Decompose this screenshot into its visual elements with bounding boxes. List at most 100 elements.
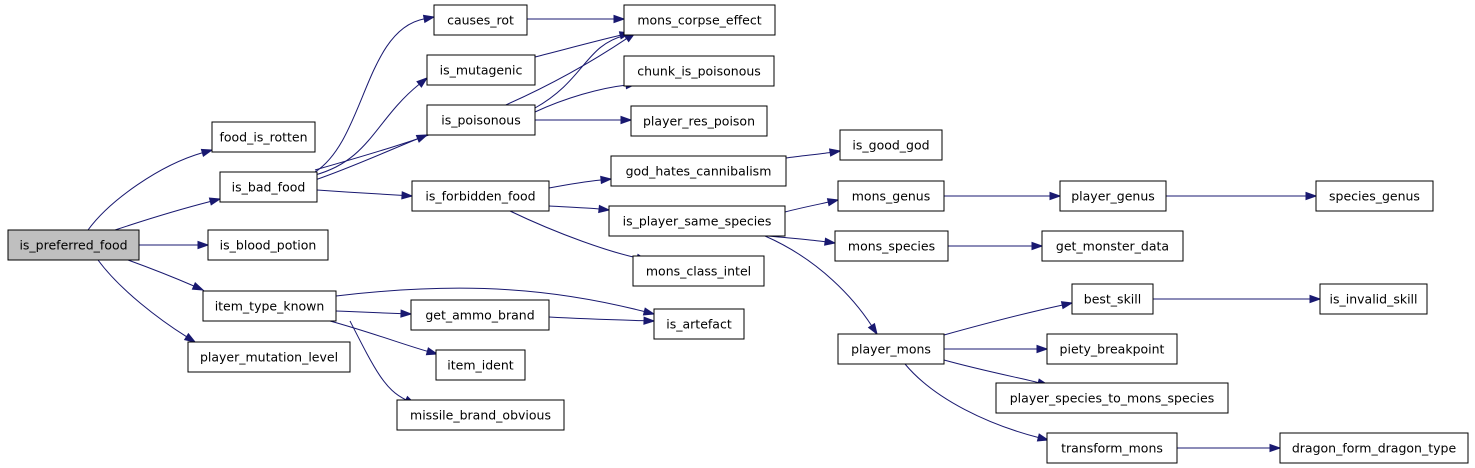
call-edge-player_genus-to-species_genus	[1166, 191, 1318, 201]
edge-arrowhead	[1269, 443, 1282, 453]
node-box	[1071, 283, 1154, 315]
call-edge-is_preferred_food-to-item_type_known	[127, 259, 205, 291]
call-edge-item_type_known-to-is_artefact	[335, 287, 656, 316]
node-best-skill[interactable]: best_skill	[1071, 283, 1154, 315]
edge-arrowhead	[183, 332, 197, 343]
node-label: item_type_known	[215, 299, 325, 314]
node-is-good-god[interactable]: is_good_god	[839, 129, 943, 161]
edge-line	[329, 320, 428, 352]
node-label: is_invalid_skill	[1330, 292, 1418, 307]
node-dragon-form-dragon-type[interactable]: dragon_form_dragon_type	[1279, 432, 1469, 464]
node-box	[1315, 180, 1434, 212]
node-box	[433, 4, 528, 36]
call-edge-is_preferred_food-to-food_is_rotten	[87, 148, 214, 231]
edge-line	[534, 84, 627, 113]
node-mons-corpse-effect[interactable]: mons_corpse_effect	[623, 4, 776, 36]
node-player-genus[interactable]: player_genus	[1059, 180, 1167, 212]
node-box	[608, 205, 786, 237]
node-piety-breakpoint[interactable]: piety_breakpoint	[1046, 333, 1178, 365]
node-box	[1319, 283, 1428, 315]
edge-line	[97, 259, 187, 338]
node-box	[837, 333, 945, 365]
node-item-ident[interactable]: item_ident	[435, 349, 526, 381]
edge-arrowhead	[422, 14, 436, 24]
node-item-type-known[interactable]: item_type_known	[202, 290, 337, 322]
call-edge-item_type_known-to-missile_brand_obvious	[349, 320, 417, 405]
call-edge-player_mons-to-piety_breakpoint	[944, 344, 1049, 354]
node-is-poisonous[interactable]: is_poisonous	[426, 104, 536, 136]
node-is-artefact[interactable]: is_artefact	[653, 308, 745, 340]
call-edges	[87, 14, 1322, 453]
node-is-bad-food[interactable]: is_bad_food	[219, 171, 318, 203]
edge-line	[316, 189, 403, 196]
node-box	[435, 349, 526, 381]
node-god-hates-cannibalism[interactable]: god_hates_cannibalism	[610, 155, 787, 187]
node-box	[187, 341, 351, 373]
node-is-invalid-skill[interactable]: is_invalid_skill	[1319, 283, 1428, 315]
edge-line	[764, 235, 872, 326]
node-get-monster-data[interactable]: get_monster_data	[1041, 230, 1184, 262]
node-box	[426, 104, 536, 136]
edge-arrowhead	[828, 148, 842, 157]
call-edge-player_mons-to-player_species_to_mons_species	[943, 359, 1050, 387]
node-box	[1046, 333, 1178, 365]
node-is-blood-potion[interactable]: is_blood_potion	[207, 229, 329, 261]
node-label: dragon_form_dragon_type	[1292, 441, 1457, 456]
edge-arrowhead	[416, 77, 429, 88]
edge-line	[784, 201, 829, 213]
edge-line	[335, 287, 645, 313]
edge-line	[127, 259, 195, 287]
node-chunk-is-poisonous[interactable]: chunk_is_poisonous	[623, 55, 775, 87]
node-label: get_ammo_brand	[425, 308, 534, 323]
call-edge-is_preferred_food-to-is_bad_food	[114, 197, 222, 231]
node-player-res-poison[interactable]: player_res_poison	[630, 105, 768, 137]
edge-line	[767, 235, 826, 243]
node-label: is_artefact	[666, 317, 732, 332]
node-is-mutagenic[interactable]: is_mutagenic	[426, 54, 536, 86]
edge-arrowhead	[1036, 344, 1049, 354]
edge-arrowhead	[191, 281, 205, 291]
node-label: is_forbidden_food	[425, 189, 535, 204]
call-edge-is_preferred_food-to-is_blood_potion	[139, 240, 210, 250]
node-missile-brand-obvious[interactable]: missile_brand_obvious	[396, 399, 565, 431]
call-edge-is_bad_food-to-is_poisonous	[314, 134, 429, 181]
node-player-mutation-level[interactable]: player_mutation_level	[187, 341, 351, 373]
node-box	[837, 180, 945, 212]
node-mons-species[interactable]: mons_species	[834, 230, 949, 262]
node-box	[610, 155, 787, 187]
node-box	[396, 399, 565, 431]
node-get-ammo-brand[interactable]: get_ammo_brand	[410, 299, 550, 331]
node-label: missile_brand_obvious	[410, 408, 551, 423]
node-is-player-same-species[interactable]: is_player_same_species	[608, 205, 786, 237]
edge-line	[534, 34, 626, 109]
node-food-is-rotten[interactable]: food_is_rotten	[211, 121, 316, 153]
node-player-mons[interactable]: player_mons	[837, 333, 945, 365]
node-is-preferred-food[interactable]: is_preferred_food	[7, 229, 140, 261]
node-box	[653, 308, 745, 340]
call-edge-item_type_known-to-get_ammo_brand	[335, 309, 413, 318]
node-label: player_species_to_mons_species	[1010, 391, 1214, 406]
edge-line	[314, 18, 425, 173]
node-label: is_player_same_species	[623, 214, 772, 229]
node-box	[202, 290, 337, 322]
node-transform-mons[interactable]: transform_mons	[1046, 432, 1178, 464]
node-label: is_bad_food	[232, 180, 306, 195]
edge-line	[114, 201, 211, 231]
node-box	[632, 255, 765, 287]
node-mons-genus[interactable]: mons_genus	[837, 180, 945, 212]
node-box	[630, 105, 768, 137]
node-box	[410, 299, 550, 331]
edge-arrowhead	[1305, 191, 1318, 201]
node-causes-rot[interactable]: causes_rot	[433, 4, 528, 36]
node-mons-class-intel[interactable]: mons_class_intel	[632, 255, 765, 287]
node-is-forbidden-food[interactable]: is_forbidden_food	[411, 180, 550, 212]
node-label: is_poisonous	[441, 113, 520, 128]
node-species-genus[interactable]: species_genus	[1315, 180, 1434, 212]
call-edge-player_mons-to-best_skill	[943, 301, 1074, 336]
edge-arrowhead	[600, 175, 613, 185]
node-label: is_good_god	[852, 138, 929, 153]
edge-arrowhead	[824, 237, 837, 246]
node-player-species-to-mons-species[interactable]: player_species_to_mons_species	[995, 382, 1229, 414]
call-edge-is_player_same_species-to-mons_species	[767, 235, 837, 246]
